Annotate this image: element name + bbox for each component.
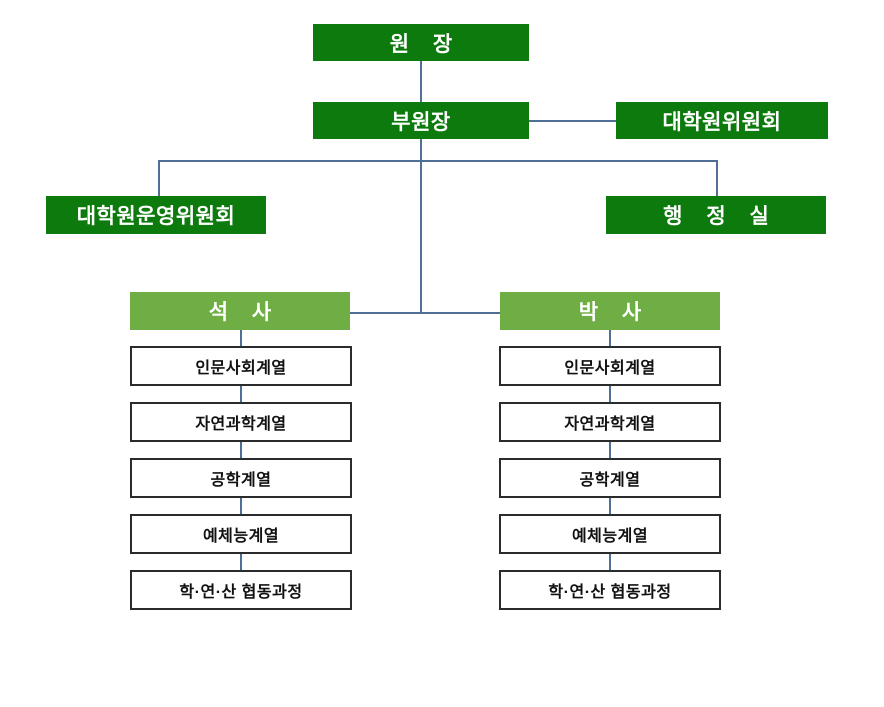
connector-bus-second-level [158, 160, 718, 162]
node-operations-committee[interactable]: 대학원운영위원회 [46, 196, 266, 234]
connector-master-item-2-to-3 [240, 442, 242, 458]
node-administration-office[interactable]: 행 정 실 [606, 196, 826, 234]
connector-vice-spine [420, 139, 422, 313]
connector-doctoral-item-1-to-2 [609, 386, 611, 402]
connector-master-item-3-to-4 [240, 498, 242, 514]
connector-vice-to-graduate-committee [529, 120, 616, 122]
connector-bus-degree-row [350, 312, 502, 314]
node-vice-director[interactable]: 부원장 [313, 102, 529, 139]
node-master-item-5[interactable]: 학·연·산 협동과정 [130, 570, 352, 610]
node-master-item-2[interactable]: 자연과학계열 [130, 402, 352, 442]
node-doctoral-item-2[interactable]: 자연과학계열 [499, 402, 721, 442]
connector-doctoral-item-3-to-4 [609, 498, 611, 514]
connector-drop-operations-committee [158, 160, 160, 196]
node-doctoral-item-3[interactable]: 공학계열 [499, 458, 721, 498]
node-master-item-3[interactable]: 공학계열 [130, 458, 352, 498]
node-master-header[interactable]: 석 사 [130, 292, 350, 330]
connector-master-item-4-to-5 [240, 554, 242, 570]
node-doctoral-item-1[interactable]: 인문사회계열 [499, 346, 721, 386]
connector-master-header-to-item-1 [240, 330, 242, 346]
node-director[interactable]: 원 장 [313, 24, 529, 61]
node-graduate-committee[interactable]: 대학원위원회 [616, 102, 828, 139]
connector-doctoral-item-4-to-5 [609, 554, 611, 570]
connector-doctoral-header-to-item-1 [609, 330, 611, 346]
node-master-item-1[interactable]: 인문사회계열 [130, 346, 352, 386]
node-doctoral-item-5[interactable]: 학·연·산 협동과정 [499, 570, 721, 610]
connector-doctoral-item-2-to-3 [609, 442, 611, 458]
connector-master-item-1-to-2 [240, 386, 242, 402]
node-doctoral-header[interactable]: 박 사 [500, 292, 720, 330]
connector-director-to-vice [420, 61, 422, 102]
connector-drop-administration-office [716, 160, 718, 196]
node-doctoral-item-4[interactable]: 예체능계열 [499, 514, 721, 554]
node-master-item-4[interactable]: 예체능계열 [130, 514, 352, 554]
